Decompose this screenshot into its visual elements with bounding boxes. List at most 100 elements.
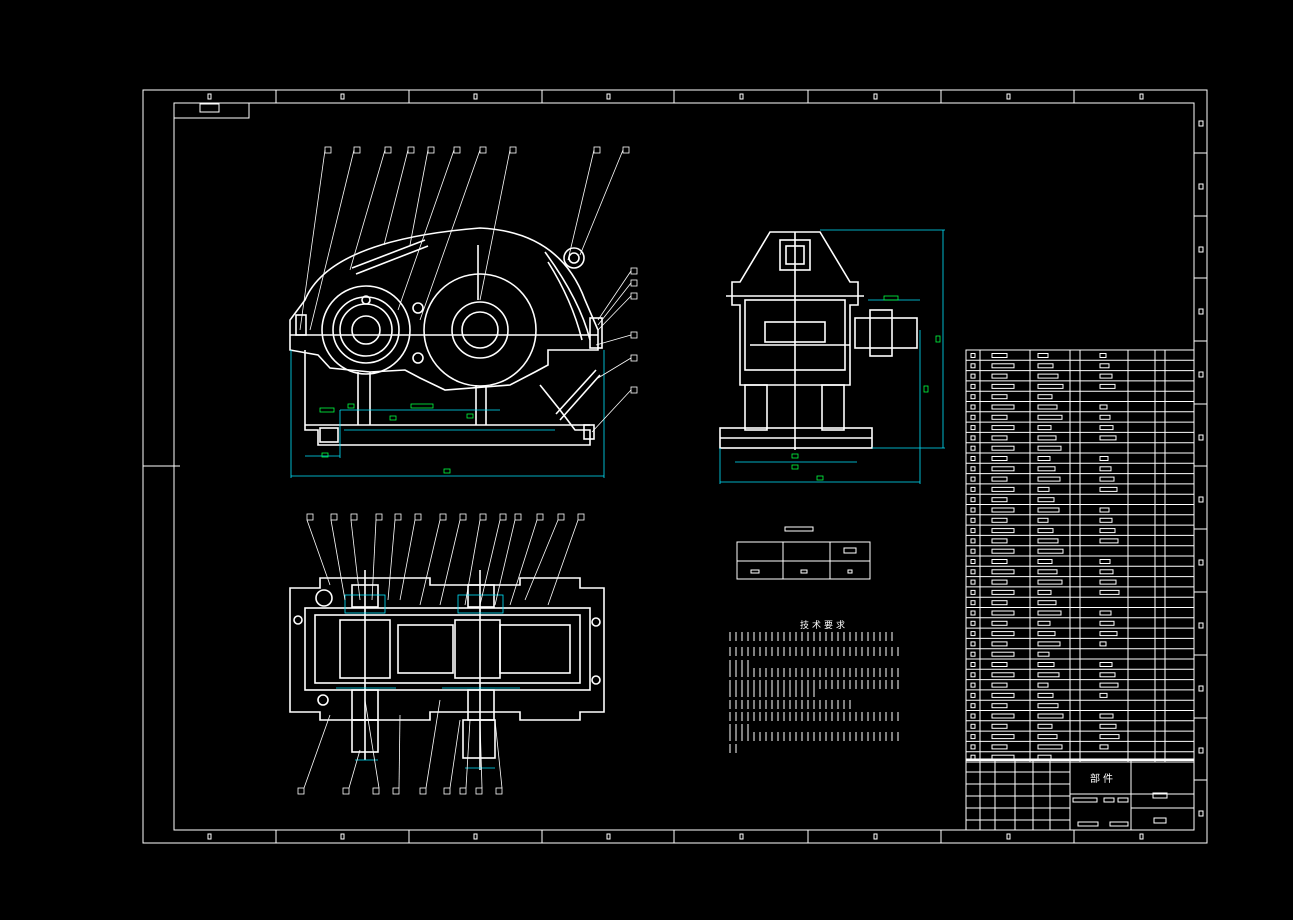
part-balloon [384,146,392,154]
parts-list-cell [970,600,976,606]
parts-list-cell [970,414,976,420]
part-balloon [342,787,350,795]
part-balloon [459,513,467,521]
parts-list-cell [970,651,976,657]
parts-list-cell [991,713,1015,719]
part-balloon [509,146,517,154]
part-balloon [630,279,638,287]
side-view-dim-text [791,295,941,481]
parts-list-cell [991,538,1008,544]
front-view-dim-text [319,403,474,474]
zone-marker [473,93,478,100]
part-balloon [414,513,422,521]
zone-marker [739,833,744,840]
parts-list-cell [991,466,1015,472]
parts-list-cell [1099,466,1112,472]
zone-marker [1006,833,1011,840]
parts-list-cell [970,538,976,544]
parts-list-cell [1037,579,1063,585]
parts-list-cell [1037,404,1058,410]
parts-list-cell [1037,435,1057,441]
zone-marker [1198,559,1204,566]
parts-list-cell [1037,662,1055,667]
parts-list-cell [1099,476,1115,482]
parts-list-cell [1037,425,1052,431]
parts-list-cell [991,651,1015,657]
parts-list-cell [991,579,1008,585]
parts-list-cell [970,672,976,678]
part-balloon [577,513,585,521]
parts-list-cell [970,353,976,358]
parts-list-cell [1099,692,1108,698]
parts-list-cell [991,517,1008,523]
parts-list-cell [991,476,1008,482]
title-block [965,758,1195,831]
parts-list-cell [970,734,976,740]
parts-list-cell [1037,672,1060,678]
parts-list-cell [1099,528,1116,534]
parts-list-cell [1037,373,1059,379]
part-balloon [394,513,402,521]
parts-list-cell [991,425,1015,431]
parts-list-cell [991,548,1015,554]
parts-list-cell [1099,517,1113,523]
parts-list-cell [970,682,976,688]
zone-marker [340,833,345,840]
part-balloon [427,146,435,154]
parts-list-cell [991,404,1015,410]
parts-list-cell [991,620,1008,626]
parts-list-cell [991,528,1015,534]
parts-list-cell [991,486,1015,492]
parts-list-cell [1037,610,1062,616]
zone-marker [1198,747,1204,754]
part-balloon [514,513,522,521]
parts-list-cell [991,363,1015,369]
parts-list-cell [1037,692,1054,698]
parts-list-cell [1037,734,1058,740]
front-view [289,227,603,446]
part-balloon [630,354,638,362]
part-balloon [459,787,467,795]
zone-marker [606,833,611,840]
parts-list-cell [970,641,976,647]
parts-list-cell [1037,569,1058,575]
parts-list-cell [970,497,976,503]
parts-list-cell [991,507,1015,513]
part-balloon [475,787,483,795]
parts-list-cell [1037,744,1063,750]
parts-list-cell [970,610,976,616]
parts-list-cell [991,610,1015,616]
parts-list-cell [970,744,976,750]
zone-marker [1198,308,1204,315]
part-balloon [593,146,601,154]
parts-list-cell [991,692,1015,698]
parts-list-cell [1037,528,1054,534]
parts-list-cell [1037,353,1049,358]
parts-list-cell [1099,425,1114,431]
part-balloon [324,146,332,154]
tech-requirements-heading: 技术要求 [800,621,849,631]
parts-list-cell [1099,620,1115,626]
parts-list-cell [1037,703,1059,709]
zone-marker [1006,93,1011,100]
parts-list-cell [1037,486,1050,492]
part-balloon [622,146,630,154]
parts-list-cell [991,383,1015,389]
parts-list-cell [970,466,976,472]
parts-list-cell [991,353,1008,358]
parts-list-cell [991,672,1015,678]
part-balloon [479,146,487,154]
parts-list-cell [970,579,976,585]
part-balloon [479,513,487,521]
zone-marker [340,93,345,100]
part-balloon [630,331,638,339]
parts-list-cell [1037,456,1051,461]
parts-list-cell [991,589,1015,595]
zone-marker [1139,833,1144,840]
parts-list-cell [1099,486,1118,492]
zone-marker [1198,371,1204,378]
parts-list-cell [970,703,976,709]
parts-list-cell [1099,353,1107,358]
parts-list-cell [991,435,1008,441]
